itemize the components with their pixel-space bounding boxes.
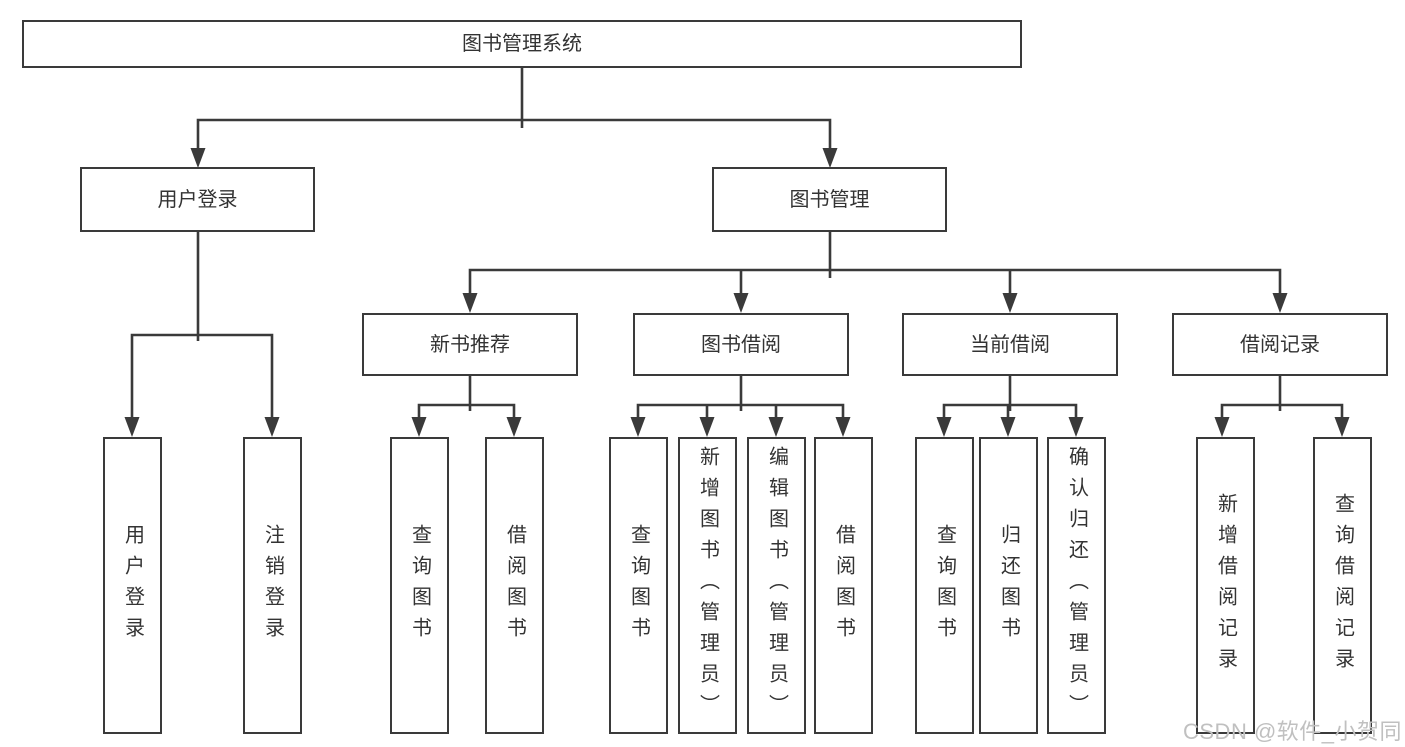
node-book-borrow-label: 图书借阅 bbox=[701, 333, 781, 356]
node-book-management-label: 图书管理 bbox=[789, 188, 870, 211]
leaf-query-books-recommend-label: 查询图书 bbox=[408, 523, 431, 648]
leaf-query-books-borrow: 查询图书 bbox=[609, 437, 668, 734]
leaf-add-book-admin: 新增图书（管理员） bbox=[678, 437, 737, 734]
leaf-borrow-books-label: 借阅图书 bbox=[832, 523, 855, 648]
leaf-query-books-current-label: 查询图书 bbox=[933, 523, 956, 648]
leaf-query-borrow-record: 查询借阅记录 bbox=[1313, 437, 1372, 734]
leaf-edit-book-admin: 编辑图书（管理员） bbox=[747, 437, 806, 734]
leaf-borrow-books-recommend: 借阅图书 bbox=[485, 437, 544, 734]
leaf-query-borrow-record-label: 查询借阅记录 bbox=[1331, 492, 1354, 679]
leaf-user-login: 用户登录 bbox=[103, 437, 162, 734]
leaf-confirm-return-admin-label: 确认归还（管理员） bbox=[1065, 446, 1088, 725]
node-new-book-recommend-label: 新书推荐 bbox=[430, 333, 510, 356]
node-root-label: 图书管理系统 bbox=[462, 33, 582, 55]
leaf-confirm-return-admin: 确认归还（管理员） bbox=[1047, 437, 1106, 734]
node-borrow-records: 借阅记录 bbox=[1172, 313, 1388, 376]
node-current-borrow-label: 当前借阅 bbox=[970, 333, 1050, 356]
node-new-book-recommend: 新书推荐 bbox=[362, 313, 578, 376]
node-root: 图书管理系统 bbox=[22, 20, 1022, 68]
leaf-add-book-admin-label: 新增图书（管理员） bbox=[696, 446, 719, 725]
leaf-user-login-label: 用户登录 bbox=[121, 523, 144, 648]
leaf-query-books-borrow-label: 查询图书 bbox=[627, 523, 650, 648]
leaf-return-book: 归还图书 bbox=[979, 437, 1038, 734]
csdn-watermark: CSDN @软件_小贺同学 bbox=[1183, 719, 1403, 744]
node-borrow-records-label: 借阅记录 bbox=[1240, 333, 1320, 356]
node-book-borrow: 图书借阅 bbox=[633, 313, 849, 376]
leaf-edit-book-admin-label: 编辑图书（管理员） bbox=[765, 446, 788, 725]
leaf-add-borrow-record-label: 新增借阅记录 bbox=[1214, 492, 1237, 679]
leaf-logout: 注销登录 bbox=[243, 437, 302, 734]
leaf-borrow-books: 借阅图书 bbox=[814, 437, 873, 734]
leaf-borrow-books-recommend-label: 借阅图书 bbox=[503, 523, 526, 648]
leaf-query-books-recommend: 查询图书 bbox=[390, 437, 449, 734]
leaf-logout-label: 注销登录 bbox=[261, 523, 284, 648]
node-book-management: 图书管理 bbox=[712, 167, 947, 232]
node-current-borrow: 当前借阅 bbox=[902, 313, 1118, 376]
node-user-login-label: 用户登录 bbox=[157, 188, 238, 211]
leaf-query-books-current: 查询图书 bbox=[915, 437, 974, 734]
leaf-return-book-label: 归还图书 bbox=[997, 523, 1020, 648]
node-user-login: 用户登录 bbox=[80, 167, 315, 232]
leaf-add-borrow-record: 新增借阅记录 bbox=[1196, 437, 1255, 734]
